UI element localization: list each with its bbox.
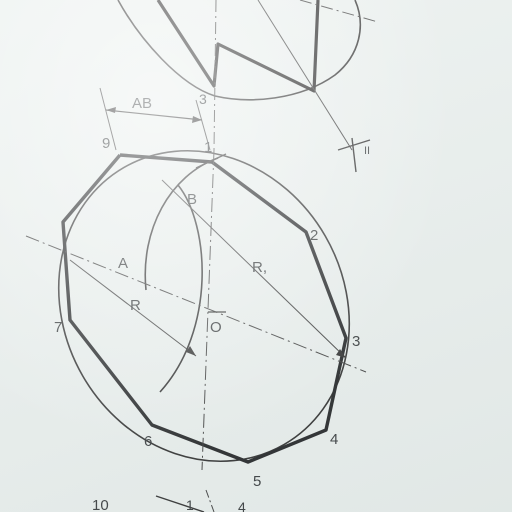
label-vertex-6: 6 <box>144 433 152 450</box>
bottom-stroke-a <box>155 495 205 512</box>
ab-dimension-line <box>105 109 203 121</box>
bottom-stroke-b <box>205 489 215 512</box>
ab-dimension <box>99 87 211 151</box>
label-vertex-3-top: 3 <box>199 91 207 107</box>
label-vertex-5: 5 <box>253 473 261 490</box>
label-point-o: O <box>210 319 222 336</box>
label-vertex-4: 4 <box>330 431 338 448</box>
upper-circle-arc <box>117 0 362 101</box>
ab-arrow-left <box>106 107 116 113</box>
arc-radius-r-lower <box>159 184 203 393</box>
label-ii: II <box>364 145 370 157</box>
label-1-bottom: 1 <box>186 497 194 512</box>
label-4-bottom: 4 <box>238 499 246 512</box>
upper-construction-line <box>257 0 353 151</box>
label-vertex-1: 1 <box>204 139 212 156</box>
upper-figure <box>117 0 379 173</box>
label-ab: AB <box>132 95 152 112</box>
label-vertex-9: 9 <box>102 135 110 152</box>
label-10: 10 <box>92 497 109 512</box>
label-point-a: A <box>118 255 128 272</box>
label-vertex-7: 7 <box>54 319 62 336</box>
label-point-b: B <box>187 191 197 208</box>
label-radius-r1: R, <box>252 259 267 276</box>
tick-ii-b <box>351 137 357 173</box>
label-vertex-3: 3 <box>352 333 360 350</box>
upper-dashdot-line <box>299 0 379 23</box>
label-vertex-2: 2 <box>310 227 318 244</box>
label-radius-r: R <box>130 297 141 314</box>
bottom-partial-figure <box>155 489 215 512</box>
circumscribed-circle <box>57 149 351 463</box>
main-figure <box>25 149 367 471</box>
